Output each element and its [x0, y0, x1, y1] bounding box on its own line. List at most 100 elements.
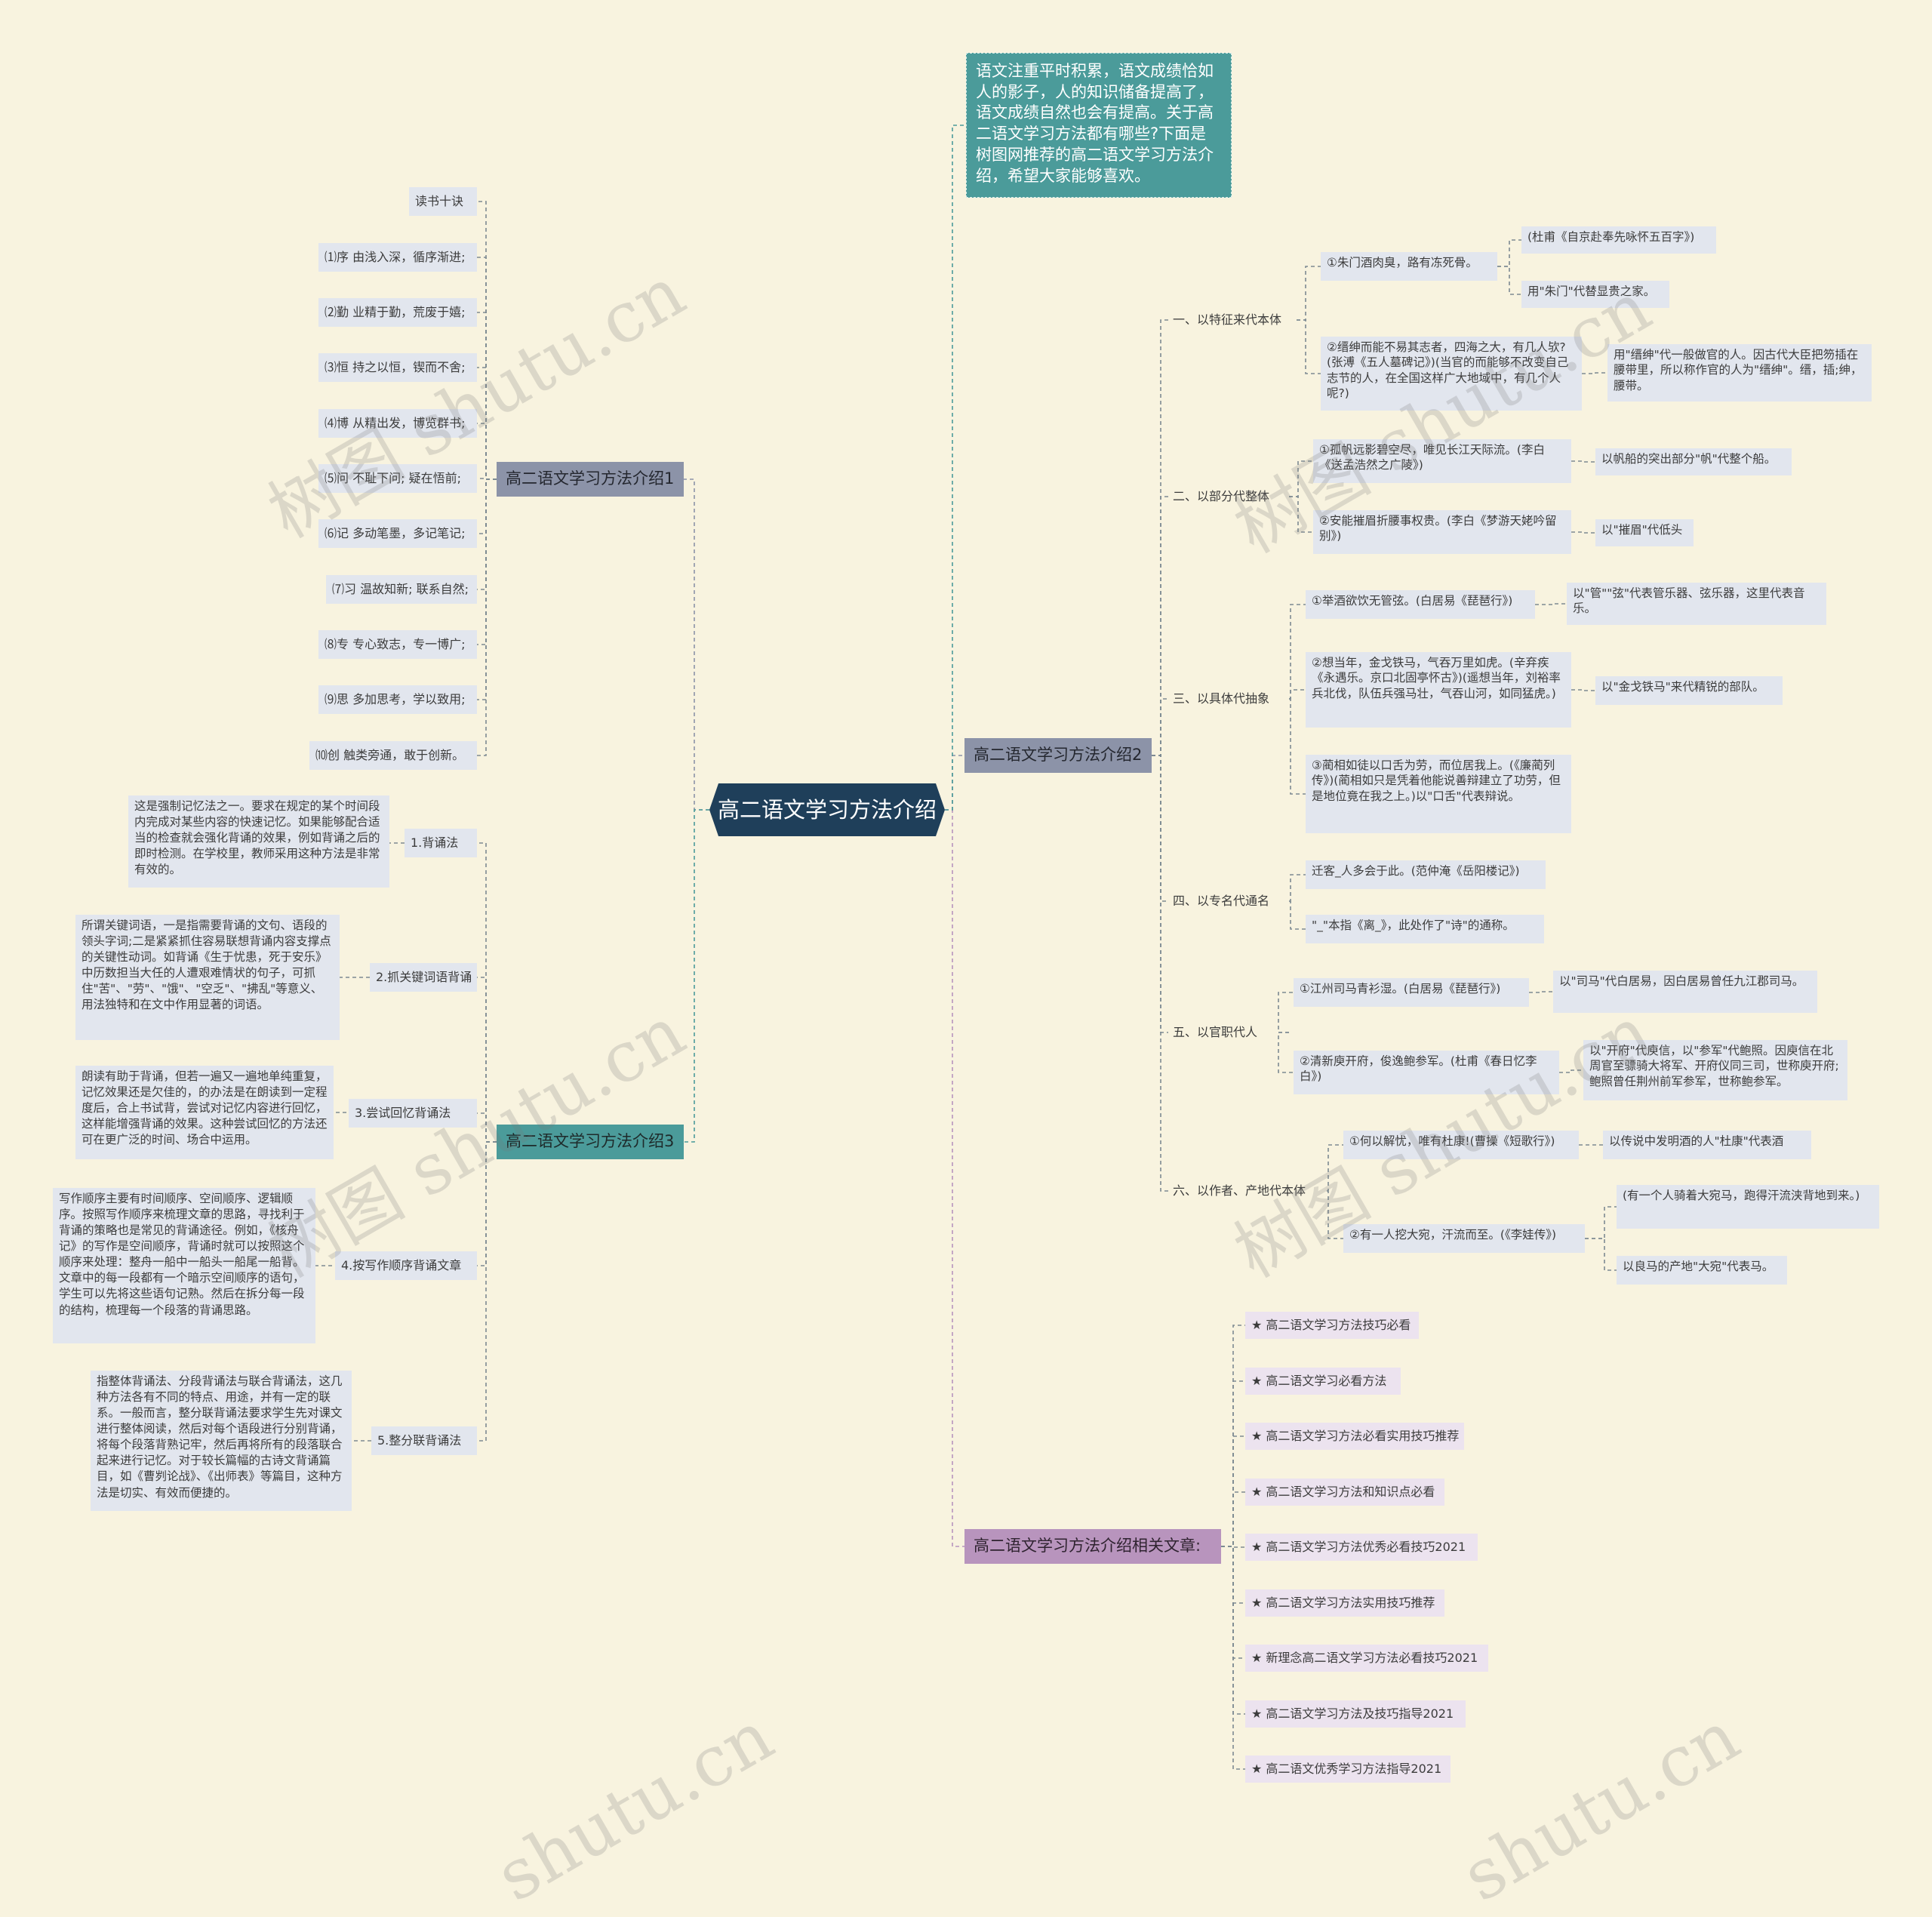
explanation-note[interactable]: (杜甫《自京赴奉先咏怀五百字》) — [1521, 226, 1716, 254]
connector — [477, 1112, 497, 1143]
connector — [1152, 755, 1168, 1033]
branch-related-articles[interactable]: 高二语文学习方法介绍相关文章: — [964, 1529, 1221, 1564]
study-tip-item[interactable]: ⑵勤 业精于勤，荒废于嬉; — [318, 298, 477, 327]
connector — [477, 257, 497, 480]
connector — [1152, 698, 1168, 756]
explanation-note[interactable]: (有一个人骑着大宛马，跑得汗流浃背地到来。) — [1617, 1185, 1879, 1229]
connector — [1571, 689, 1595, 691]
connector — [477, 478, 497, 645]
example-sentence[interactable]: 迁客_人多会于此。(范仲淹《岳阳楼记》) — [1306, 860, 1546, 889]
example-sentence[interactable]: ③蔺相如徒以口舌为劳，而位居我上。(《廉蔺列传》)(蔺相如只是凭着他能说善辩建立… — [1306, 755, 1571, 833]
related-article-link[interactable]: ★ 高二语文学习方法优秀必看技巧2021 — [1245, 1534, 1478, 1561]
connector — [1289, 698, 1306, 795]
connector — [477, 1141, 497, 1442]
explanation-note[interactable]: 以"摧眉"代低头 — [1595, 519, 1694, 546]
related-article-link[interactable]: ★ 高二语文学习方法技巧必看 — [1245, 1312, 1419, 1339]
related-article-link[interactable]: ★ 新理念高二语文学习方法必看技巧2021 — [1245, 1645, 1488, 1672]
example-sentence[interactable]: "_"本指《离_》，此处作了"诗"的通称。 — [1306, 915, 1544, 943]
connector — [1497, 266, 1521, 295]
branch-connector — [945, 125, 966, 811]
memorization-method-label[interactable]: 1.背诵法 — [405, 829, 477, 857]
connector — [1559, 1069, 1583, 1073]
explanation-note[interactable]: 以"金戈铁马"来代精锐的部队。 — [1595, 676, 1783, 705]
example-sentence[interactable]: ①江州司马青衫湿。(白居易《琵琶行》) — [1294, 978, 1529, 1007]
example-sentence[interactable]: ②清新庾开府，俊逸鲍参军。(杜甫《春日忆李白》) — [1294, 1051, 1559, 1094]
explanation-note[interactable]: 以"司马"代白居易，因白居易曾任九江郡司马。 — [1553, 971, 1817, 1013]
related-article-link[interactable]: ★ 高二语文学习方法实用技巧推荐 — [1245, 1589, 1444, 1617]
connector — [1585, 1206, 1617, 1239]
connector — [1535, 603, 1567, 605]
connector — [1221, 1491, 1245, 1547]
study-tip-item[interactable]: 读书十诀 — [409, 187, 477, 216]
explanation-note[interactable]: 以帆船的突出部分"帆"代整个船。 — [1595, 448, 1792, 475]
explanation-note[interactable]: 用"朱门"代替显贵之家。 — [1521, 281, 1669, 308]
memorization-method-description[interactable]: 朗读有助于背诵，但若一遍又一遍地单纯重复，记忆效果还是欠佳的，的办法是在朗读到一… — [75, 1066, 334, 1159]
figure-of-speech-category[interactable]: 三、以具体代抽象 — [1173, 691, 1270, 706]
connector — [1289, 900, 1306, 930]
connector — [477, 367, 497, 480]
memorization-method-label[interactable]: 2.抓关键词语背诵 — [370, 963, 477, 992]
memorization-method-label[interactable]: 5.整分联背诵法 — [371, 1426, 477, 1455]
connector — [1221, 1546, 1245, 1770]
intro-note[interactable]: 语文注重平时积累，语文成绩恰如人的影子，人的知识储备提高了，语文成绩自然也会有提… — [966, 53, 1232, 198]
example-sentence[interactable]: ②想当年，金戈铁马，气吞万里如虎。(辛弃疾《永遇乐。京口北固亭怀古》)(遥想当年… — [1306, 652, 1571, 728]
figure-of-speech-category[interactable]: 五、以官职代人 — [1173, 1025, 1258, 1040]
explanation-note[interactable]: 以传说中发明酒的人"杜康"代表酒 — [1603, 1131, 1811, 1159]
connector — [1221, 1546, 1245, 1604]
connector — [1152, 755, 1168, 902]
branch-method-3[interactable]: 高二语文学习方法介绍3 — [497, 1125, 684, 1159]
connector — [477, 423, 497, 480]
explanation-note[interactable]: 以"开府"代庾信，以"参军"代鲍照。因庾信在北周官至骠骑大将军、开府仪同三司，世… — [1583, 1040, 1847, 1100]
explanation-note[interactable]: 以"管""弦"代表管乐器、弦乐器，这里代表音乐。 — [1567, 583, 1826, 625]
memorization-method-description[interactable]: 指整体背诵法、分段背诵法与联合背诵法，这几种方法各有不同的特点、用途，并有一定的… — [91, 1371, 352, 1511]
memorization-method-description[interactable]: 所谓关键词语，一是指需要背诵的文句、语段的领头字词;二是紧紧抓住容易联想背诵内容… — [75, 915, 340, 1040]
study-tip-item[interactable]: ⑸问 不耻下问; 疑在悟前; — [318, 464, 477, 493]
figure-of-speech-category[interactable]: 一、以特征来代本体 — [1173, 312, 1282, 328]
connector — [477, 1141, 497, 1266]
example-sentence[interactable]: ①何以解忧，唯有杜康!(曹操《短歌行》) — [1343, 1131, 1579, 1159]
connector — [1571, 460, 1595, 463]
connector — [1152, 319, 1168, 756]
memorization-method-label[interactable]: 3.尝试回忆背诵法 — [349, 1099, 477, 1128]
branch-connector — [945, 755, 964, 811]
memorization-method-description[interactable]: 这是强制记忆法之一。要求在规定的某个时间段内完成对某些内容的快速记忆。如果能够配… — [128, 795, 389, 888]
figure-of-speech-category[interactable]: 六、以作者、产地代本体 — [1173, 1183, 1306, 1199]
study-tip-item[interactable]: ⑹记 多动笔墨，多记笔记; — [318, 519, 477, 548]
connector — [1327, 1190, 1343, 1239]
study-tip-item[interactable]: ⑼思 多加思考，学以致用; — [318, 685, 477, 714]
connector — [477, 478, 497, 700]
study-tip-item[interactable]: ⑻专 专心致志，专一博广; — [318, 630, 477, 659]
connector-lines — [315, 125, 1617, 1770]
related-article-link[interactable]: ★ 高二语文学习方法必看实用技巧推荐 — [1245, 1423, 1464, 1450]
related-article-link[interactable]: ★ 高二语文学习必看方法 — [1245, 1367, 1401, 1395]
example-sentence[interactable]: ②安能摧眉折腰事权贵。(李白《梦游天姥吟留别》) — [1313, 510, 1571, 554]
study-tip-item[interactable]: ⑴序 由浅入深，循序渐进; — [318, 243, 477, 272]
branch-connector — [945, 809, 964, 1547]
study-tip-item[interactable]: ⑷博 从精出发，博览群书; — [318, 409, 477, 438]
memorization-method-label[interactable]: 4.按写作顺序背诵文章 — [335, 1251, 477, 1280]
example-sentence[interactable]: ②有一人挖大宛，汗流而至。(《李娃传》) — [1343, 1224, 1585, 1253]
figure-of-speech-category[interactable]: 四、以专名代通名 — [1173, 894, 1270, 909]
connector — [1278, 1032, 1294, 1073]
example-sentence[interactable]: ②缙绅而能不易其志者，四海之大，有几人欤?(张溥《五人墓碑记》)(当官的而能够不… — [1321, 337, 1582, 411]
example-sentence[interactable]: ①举酒欲饮无管弦。(白居易《琵琶行》) — [1306, 590, 1535, 619]
connector — [1278, 992, 1294, 1033]
study-tip-item[interactable]: ⑺习 温故知新; 联系自然; — [326, 575, 477, 604]
example-sentence[interactable]: ①朱门酒肉臭，路有冻死骨。 — [1321, 252, 1497, 281]
branch-method-1[interactable]: 高二语文学习方法介绍1 — [497, 462, 684, 497]
related-article-link[interactable]: ★ 高二语文优秀学习方法指导2021 — [1245, 1755, 1451, 1783]
related-article-link[interactable]: ★ 高二语文学习方法及技巧指导2021 — [1245, 1700, 1466, 1728]
figure-of-speech-category[interactable]: 二、以部分代整体 — [1173, 489, 1270, 504]
connector — [477, 478, 497, 756]
explanation-note[interactable]: 以良马的产地"大宛"代表马。 — [1617, 1256, 1787, 1285]
branch-method-2[interactable]: 高二语文学习方法介绍2 — [964, 738, 1152, 773]
connector — [1297, 319, 1321, 374]
explanation-note[interactable]: 用"缙绅"代一般做官的人。因古代大臣把笏插在腰带里，所以称作官的人为"缙绅"。缙… — [1607, 344, 1872, 402]
related-article-link[interactable]: ★ 高二语文学习方法和知识点必看 — [1245, 1478, 1444, 1506]
memorization-method-description[interactable]: 写作顺序主要有时间顺序、空间顺序、逻辑顺序。按照写作顺序来梳理文章的思路，寻找利… — [53, 1188, 315, 1343]
study-tip-item[interactable]: ⑽创 触类旁通，敢于创新。 — [309, 741, 477, 770]
connector — [1497, 239, 1521, 267]
study-tip-item[interactable]: ⑶恒 持之以恒，锲而不舍; — [318, 353, 477, 382]
example-sentence[interactable]: ①孤帆远影碧空尽，唯见长江天际流。(李白《送孟浩然之广陵》) — [1313, 439, 1571, 483]
central-topic[interactable]: 高二语文学习方法介绍 — [709, 783, 945, 836]
